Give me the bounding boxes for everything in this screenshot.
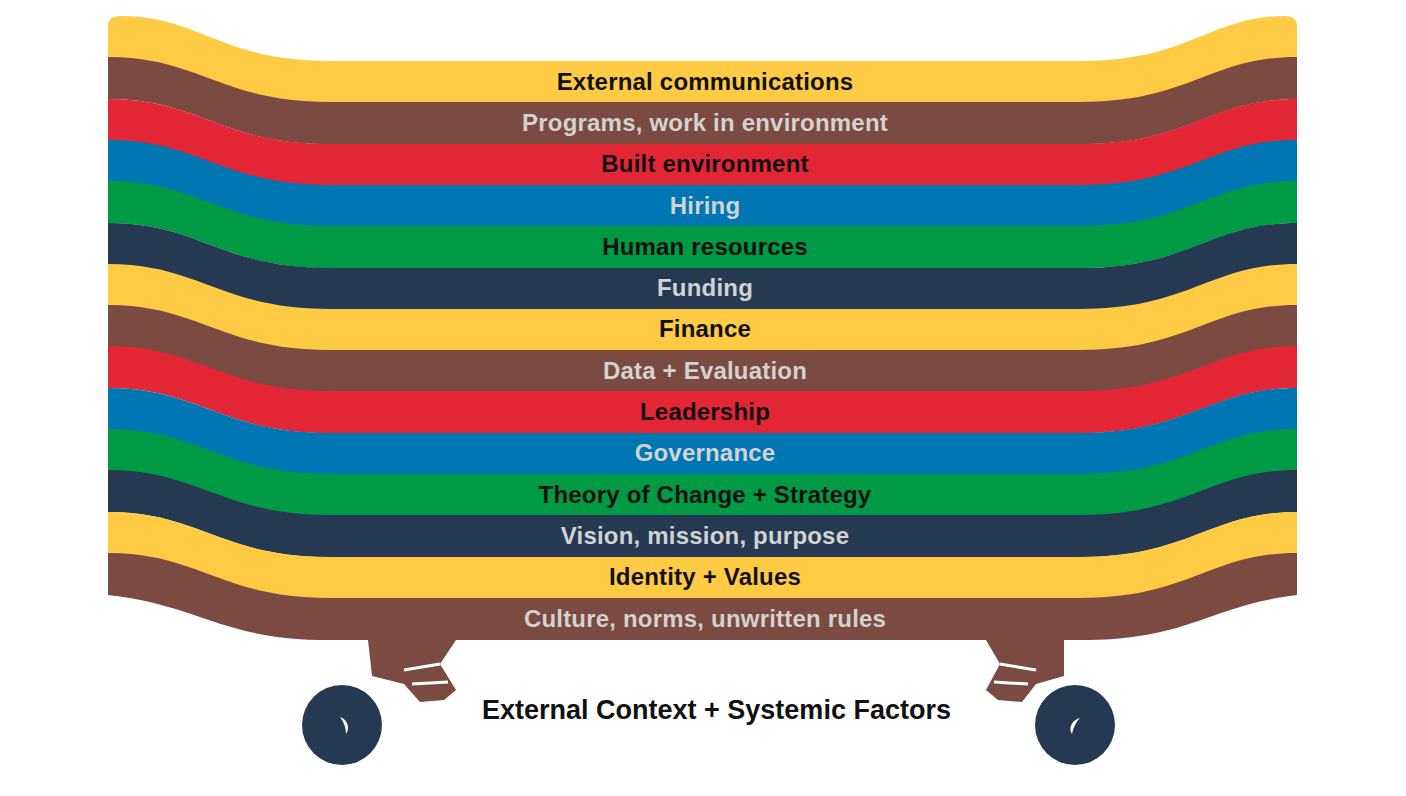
context-label: External Context + Systemic Factors (482, 695, 951, 726)
band-label: Human resources (602, 233, 808, 261)
layer-band: External communications (108, 16, 1297, 103)
truck-detail (404, 664, 1036, 684)
band-label: External communications (557, 68, 854, 96)
wheel (302, 685, 1115, 765)
band-label: Leadership (640, 398, 770, 426)
band-label: Vision, mission, purpose (561, 522, 849, 550)
band-text-box: Theory of Change + Strategy (330, 474, 1080, 515)
band-label: Data + Evaluation (603, 357, 807, 385)
band-fill (108, 512, 1297, 599)
band-label: Culture, norms, unwritten rules (524, 605, 886, 633)
band-label: Identity + Values (609, 563, 801, 591)
band-text-box: Vision, mission, purpose (330, 515, 1080, 556)
band-label: Programs, work in environment (522, 109, 888, 137)
truck (368, 640, 1064, 702)
band-text-box: Built environment (330, 144, 1080, 185)
band-text-box: Funding (330, 268, 1080, 309)
band-text-box: Finance (330, 309, 1080, 350)
band-fill (108, 388, 1297, 475)
band-label: Funding (657, 274, 753, 302)
band-fill (108, 16, 1297, 103)
band-text-box: External communications (330, 61, 1080, 102)
band-fill (108, 470, 1297, 557)
band-text-box: Human resources (330, 226, 1080, 267)
band-label: Built environment (601, 150, 808, 178)
band-fill (108, 181, 1297, 268)
band-text-box: Data + Evaluation (330, 350, 1080, 391)
band-fill (108, 346, 1297, 433)
band-fill (108, 99, 1297, 186)
band-label: Theory of Change + Strategy (539, 481, 872, 509)
band-text-box: Governance (330, 433, 1080, 474)
band-fill (108, 140, 1297, 227)
band-text-box: Culture, norms, unwritten rules (330, 598, 1080, 639)
band-fill (108, 305, 1297, 392)
band-text-box: Programs, work in environment (330, 102, 1080, 143)
band-fill (108, 264, 1297, 351)
band-fill (108, 553, 1297, 640)
band-fill (108, 223, 1297, 310)
band-label: Governance (635, 439, 776, 467)
band-text-box: Leadership (330, 391, 1080, 432)
band-text-box: Identity + Values (330, 557, 1080, 598)
band-fill (108, 57, 1297, 144)
band-text-box: Hiring (330, 185, 1080, 226)
band-label: Finance (659, 315, 751, 343)
band-fill (108, 429, 1297, 516)
band-label: Hiring (670, 192, 741, 220)
